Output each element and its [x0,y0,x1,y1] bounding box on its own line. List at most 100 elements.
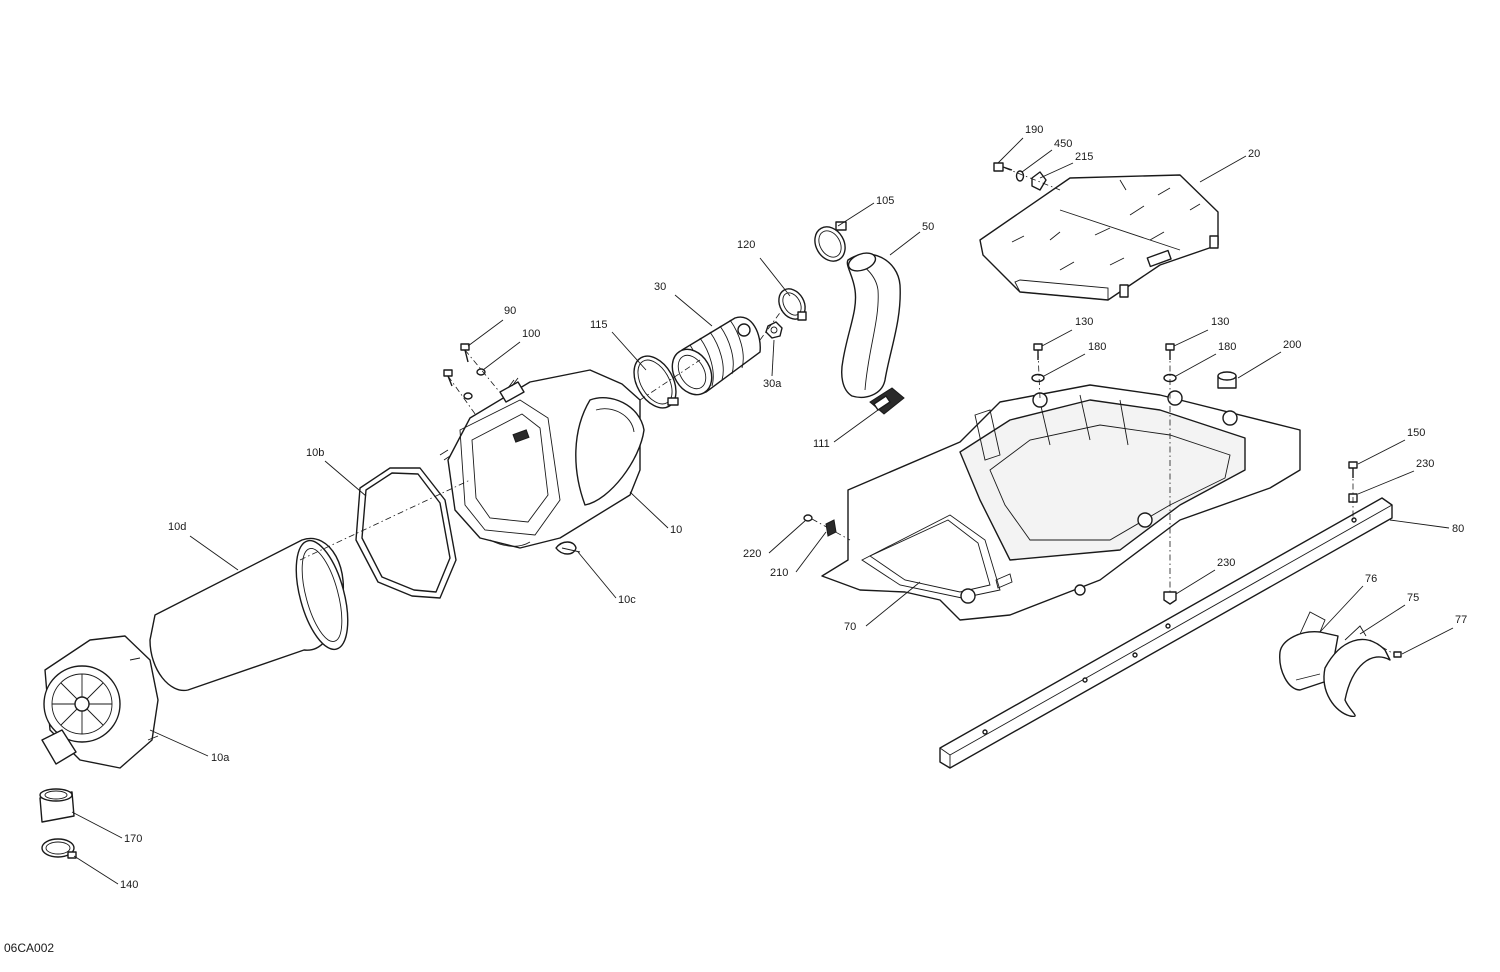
callout-10a: 10a [211,752,230,764]
leader-line-p111 [833,409,879,443]
leader-line-p30 [674,294,713,327]
leader-line-p220 [768,519,807,554]
bracket-part-75 [1323,625,1391,718]
airbox-base-part-70 [821,384,1301,621]
leader-line-p200 [1237,351,1282,379]
clamp-part-140 [41,838,77,859]
leader-line-p450 [1021,149,1053,173]
leader-line-p80 [1389,519,1450,529]
callout-10d: 10d [168,521,186,533]
drawing-code: 06CA002 [4,941,54,955]
callout-50: 50 [922,221,934,233]
callout-10c: 10c [618,594,636,606]
callout-77: 77 [1455,614,1467,626]
leader-line-p120 [759,257,791,297]
connector-part-111 [869,387,905,415]
clip-part-10c [555,541,581,555]
filter-box-part-10 [439,369,645,549]
leader-line-p50 [889,231,921,256]
assembly-axis-lines [299,309,783,561]
callout-105: 105 [876,195,894,207]
leader-line-p150 [1357,439,1406,465]
callout-180-right: 180 [1218,341,1236,353]
hose-part-50 [841,252,901,398]
fastener-190-450-215 [993,162,1061,191]
leader-line-p130b [1173,329,1209,347]
callout-76: 76 [1365,573,1377,585]
leader-line-p10b [324,460,367,497]
leader-line-p215 [1039,162,1074,179]
callout-111: 111 [813,438,830,450]
leader-line-p77 [1401,627,1454,655]
callout-75: 75 [1407,592,1419,604]
clamp-part-120 [778,288,807,321]
leader-line-p10a [149,729,209,757]
callout-220: 220 [743,548,761,560]
leader-line-p105 [837,202,875,227]
leader-line-p100 [482,341,521,371]
fastener-150-230 [1348,461,1358,520]
callout-200: 200 [1283,339,1301,351]
callout-10: 10 [670,524,682,536]
leader-line-p10d [189,535,239,571]
leader-line-p20 [1199,155,1247,183]
leader-line-p230b [1175,569,1216,595]
callout-190: 190 [1025,124,1043,136]
callout-100: 100 [522,328,540,340]
gasket-part-10b [355,467,457,599]
callout-180-left: 180 [1088,341,1106,353]
nut-part-230-lower [1163,591,1177,605]
callout-130-left: 130 [1075,316,1093,328]
leader-line-p190 [997,137,1024,164]
leader-line-p30a [771,339,775,377]
leader-line-p10 [629,491,669,529]
callout-140: 140 [120,879,138,891]
leader-line-p180a [1043,353,1086,377]
grommet-part-200 [1217,371,1237,389]
leader-line-p75 [1359,604,1406,635]
filter-cartridge-part-10d [149,537,349,692]
sleeve-part-170 [39,788,75,823]
leader-line-p115 [611,331,647,371]
callout-215: 215 [1075,151,1093,163]
callout-30a: 30a [763,378,782,390]
leader-line-p210 [795,531,827,573]
leader-line-p70 [865,581,921,627]
callout-450: 450 [1054,138,1072,150]
inlet-housing-part-10a [41,635,159,769]
leader-lines [71,137,1454,885]
leader-line-p130a [1041,329,1073,347]
nut-part-30a [765,321,783,339]
callout-120: 120 [737,239,755,251]
fastener-90-100 [443,343,499,419]
callout-90: 90 [504,305,516,317]
leader-line-p230a [1357,470,1415,495]
leader-line-p180b [1175,353,1217,377]
screw-part-77 [1369,639,1402,658]
rail-part-80 [939,497,1393,769]
callout-210: 210 [770,567,788,579]
callout-30: 30 [654,281,666,293]
callout-230-upper: 230 [1416,458,1434,470]
callout-70: 70 [844,621,856,633]
fastener-130-180-left [1031,343,1045,399]
leader-line-p90 [467,319,504,347]
callout-80: 80 [1452,523,1464,535]
cover-part-20 [979,174,1219,301]
callout-130-right: 130 [1211,316,1229,328]
callout-10b: 10b [306,447,324,459]
callout-20: 20 [1248,148,1260,160]
callout-170: 170 [124,833,142,845]
leader-line-p170 [71,811,123,839]
callout-115: 115 [590,319,608,331]
clamp-part-105 [814,221,847,262]
fastener-130-180-right [1163,343,1177,592]
callout-150: 150 [1407,427,1425,439]
callout-230-lower: 230 [1217,557,1235,569]
clamp-part-115 [633,355,679,409]
leader-line-p10c [577,551,617,599]
leader-line-p140 [73,855,119,885]
fastener-220-210 [803,514,851,541]
bellows-part-30 [671,316,761,396]
